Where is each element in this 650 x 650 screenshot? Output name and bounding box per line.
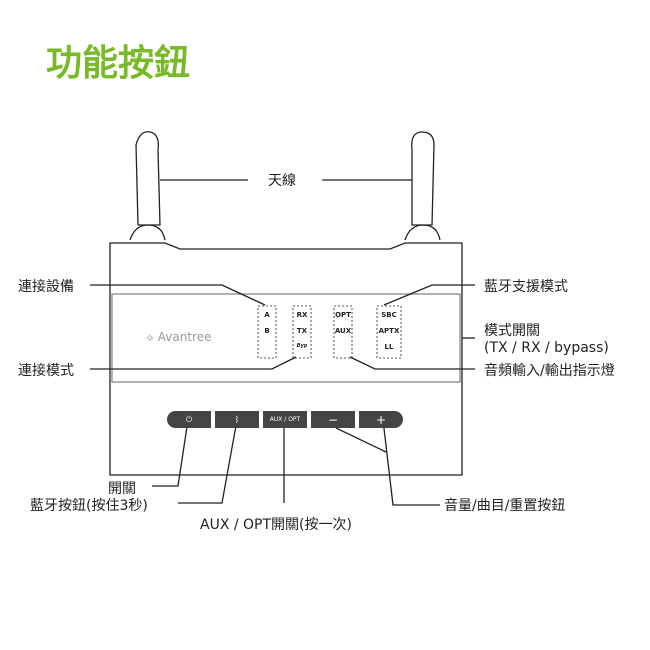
- led-sbc: SBC: [381, 311, 397, 319]
- bluetooth-icon: ᛒ: [234, 415, 240, 424]
- led-tx: TX: [296, 327, 308, 335]
- led-opt: OPT: [335, 311, 351, 319]
- label-power: 開關: [108, 481, 136, 497]
- plus-icon: +: [375, 412, 387, 427]
- aux-opt-button[interactable]: AUX / OPT: [263, 411, 307, 428]
- front-panel: [111, 293, 461, 383]
- aux-opt-label: AUX / OPT: [269, 416, 301, 423]
- bluetooth-button[interactable]: ᛒ: [215, 411, 259, 428]
- label-bt-codec: 藍牙支援模式: [484, 279, 568, 295]
- led-bypass: Byp: [296, 343, 308, 349]
- label-aux-opt: AUX / OPT開關(按一次): [200, 517, 352, 533]
- label-mode-switch: 模式開關: [484, 323, 540, 339]
- left-antenna: [135, 131, 161, 226]
- volume-down-button[interactable]: −: [311, 411, 355, 428]
- label-audio-indicator: 音頻輸入/輸出指示燈: [484, 363, 615, 379]
- label-antenna: 天線: [268, 173, 296, 189]
- label-mode-switch-sub: (TX / RX / bypass): [484, 340, 609, 356]
- power-button[interactable]: ⏻: [167, 411, 211, 428]
- avantree-logo: ⟡ Avantree: [146, 330, 212, 344]
- page-title: 功能按鈕: [46, 43, 191, 84]
- led-aux: AUX: [334, 327, 352, 335]
- led-a: A: [264, 311, 270, 319]
- right-antenna: [411, 131, 435, 226]
- led-aptx: APTX: [378, 327, 400, 335]
- label-volume: 音量/曲目/重置按鈕: [444, 498, 566, 514]
- led-rx: RX: [296, 311, 308, 319]
- led-ll: LL: [384, 343, 394, 351]
- device-body: [109, 242, 463, 476]
- minus-icon: −: [327, 412, 339, 427]
- power-icon: ⏻: [185, 414, 193, 424]
- volume-up-button[interactable]: +: [359, 411, 403, 428]
- label-bt-button: 藍牙按鈕(按住3秒): [30, 498, 148, 514]
- led-b: B: [264, 327, 270, 335]
- label-connect-mode: 連接模式: [18, 363, 74, 379]
- label-connect-device: 連接設備: [18, 279, 74, 295]
